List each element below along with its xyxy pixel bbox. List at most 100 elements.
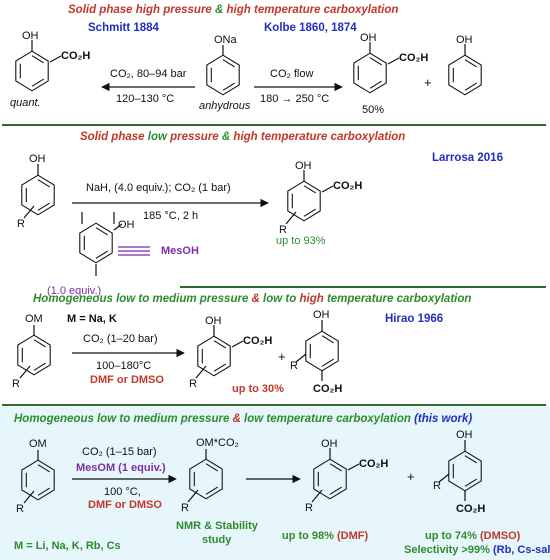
equivalence-symbol bbox=[118, 246, 150, 256]
panel4-selectivity: Selectivity >99% (Rb, Cs-salt) bbox=[404, 544, 550, 556]
anhydrous-label: anhydrous bbox=[199, 100, 251, 112]
plus-sign: + bbox=[424, 75, 432, 90]
left-arrow-conditions-bottom: 120–130 °C bbox=[116, 93, 175, 105]
co2h-label: CO₂H bbox=[456, 503, 486, 515]
intermediate-label: OM*CO₂ bbox=[196, 437, 239, 449]
bond-ortho-r bbox=[311, 489, 323, 503]
divider-3 bbox=[2, 404, 546, 406]
oh-label: OH bbox=[295, 160, 312, 172]
mesitol-equiv-label: (1.0 equiv.) bbox=[47, 285, 102, 297]
oh-label: OH bbox=[360, 32, 377, 44]
om-label: OM bbox=[25, 313, 43, 325]
salicylic-acid-ring-left bbox=[15, 50, 49, 92]
panel3-yield: up to 30% bbox=[232, 383, 284, 395]
r-substituent-label: R bbox=[12, 378, 20, 390]
bond-product-oh bbox=[303, 170, 305, 181]
panel2-heading: Solid phase low pressure & high temperat… bbox=[80, 131, 406, 143]
this-work-panel bbox=[0, 407, 550, 560]
right-reaction-arrow bbox=[254, 82, 343, 92]
bond-ortho-oh bbox=[329, 448, 331, 459]
co2h-label: CO₂H bbox=[243, 335, 273, 347]
panel4-para-product-ring bbox=[448, 450, 482, 492]
bond-substrate-r bbox=[19, 365, 31, 379]
yield-label: 50% bbox=[362, 104, 385, 116]
panel4-conditions-mid: 100 °C, bbox=[104, 486, 141, 498]
bond-substrate-r bbox=[23, 205, 35, 219]
bond-om bbox=[33, 325, 35, 335]
bond-para-r bbox=[295, 353, 307, 363]
panel2-conditions-top: NaH, (4.0 equiv.); CO₂ (1 bar) bbox=[86, 182, 231, 194]
om-label: OM bbox=[29, 438, 47, 450]
metal-definition: M = Na, K bbox=[67, 313, 117, 325]
panel3-conditions-top: CO₂ (1–20 bar) bbox=[83, 333, 158, 345]
panel4-solvent: DMF or DMSO bbox=[88, 499, 162, 511]
ona-label: ONa bbox=[214, 34, 237, 46]
r-substituent-label: R bbox=[279, 224, 287, 236]
divider-1 bbox=[2, 124, 546, 126]
right-arrow-conditions-top: CO₂ flow bbox=[270, 68, 314, 80]
right-arrow-conditions-bottom: 180 → 250 °C bbox=[260, 93, 330, 105]
r-substituent-label: R bbox=[16, 503, 24, 515]
phenol-oh-label: OH bbox=[456, 34, 473, 46]
bond-product-co2h bbox=[321, 185, 334, 193]
panel3-para-product-ring bbox=[305, 330, 339, 372]
bond-intermediate-r bbox=[187, 489, 199, 503]
r-substituent-label: R bbox=[189, 378, 197, 390]
left-arrow-conditions-top: CO₂, 80–94 bar bbox=[110, 68, 187, 80]
panel4-para-yield: up to 74% (DMSO) bbox=[425, 530, 521, 542]
bond-co2h-left bbox=[49, 55, 62, 63]
bond-para-co2h bbox=[464, 490, 466, 501]
panel4-mesom: MesOM (1 equiv.) bbox=[76, 462, 166, 474]
co2h-label: CO₂H bbox=[333, 180, 363, 192]
co2h-label: CO₂H bbox=[313, 383, 343, 395]
phenol-ring bbox=[448, 54, 482, 96]
plus-sign: + bbox=[278, 349, 286, 364]
mesitol-oh-label: OH bbox=[118, 219, 135, 231]
nmr-study-line1: NMR & Stability bbox=[176, 520, 258, 532]
panel3-conditions-mid: 100–180°C bbox=[96, 360, 152, 372]
bond-substrate-oh bbox=[37, 164, 39, 175]
panel2-reaction-arrow bbox=[72, 198, 269, 208]
bond-ortho-r bbox=[195, 365, 207, 379]
bond-phenol-oh bbox=[464, 44, 466, 55]
bond-ortho-co2h bbox=[347, 463, 360, 471]
r-substituent-label: R bbox=[17, 218, 25, 230]
left-reaction-arrow bbox=[101, 82, 195, 92]
plus-sign: + bbox=[407, 469, 415, 484]
nmr-study-line2: study bbox=[202, 534, 232, 546]
panel3-reaction-arrow bbox=[72, 348, 185, 358]
panel4-ortho-yield: up to 98% (DMF) bbox=[282, 530, 369, 542]
sodium-phenoxide-ring bbox=[206, 54, 240, 96]
bond-oh-right bbox=[369, 42, 371, 53]
bond-para-r bbox=[438, 473, 450, 483]
co2h-label: CO₂H bbox=[399, 52, 429, 64]
bond-om bbox=[37, 450, 39, 460]
bond-ortho-co2h bbox=[231, 340, 244, 348]
metal-definition: M = Li, Na, K, Rb, Cs bbox=[14, 540, 121, 552]
panel4-second-arrow bbox=[246, 474, 301, 484]
r-substituent-label: R bbox=[305, 502, 313, 514]
panel3-solvent: DMF or DMSO bbox=[90, 374, 164, 386]
co2h-label: CO₂H bbox=[359, 458, 389, 470]
panel3-heading: Homogeneous low to medium pressure & low… bbox=[33, 293, 472, 305]
bond-ortho-oh bbox=[213, 325, 215, 336]
panel1-heading: Solid phase high pressure & high tempera… bbox=[68, 4, 399, 16]
panel4-heading: Homogeneous low to medium pressure & low… bbox=[14, 413, 473, 425]
co2h-label: CO₂H bbox=[61, 50, 91, 62]
panel2-yield: up to 93% bbox=[276, 235, 326, 247]
bond-para-oh bbox=[321, 320, 323, 331]
bond-substrate-r bbox=[23, 490, 35, 504]
bond-product-r bbox=[285, 211, 297, 225]
bond-intermediate-o bbox=[205, 449, 207, 459]
oh-label: OH bbox=[205, 315, 222, 327]
r-substituent-label: R bbox=[290, 360, 298, 372]
bond-oh-left bbox=[31, 40, 33, 51]
oh-label: OH bbox=[456, 429, 473, 441]
bond-para-oh bbox=[464, 440, 466, 451]
bond-ona bbox=[222, 45, 224, 55]
panel2-conditions-bottom: 185 °C, 2 h bbox=[143, 210, 199, 222]
bond-co2h-right bbox=[387, 57, 400, 65]
oh-label: OH bbox=[313, 309, 330, 321]
quant-label: quant. bbox=[10, 97, 41, 109]
r-substituent-label: R bbox=[181, 502, 189, 514]
